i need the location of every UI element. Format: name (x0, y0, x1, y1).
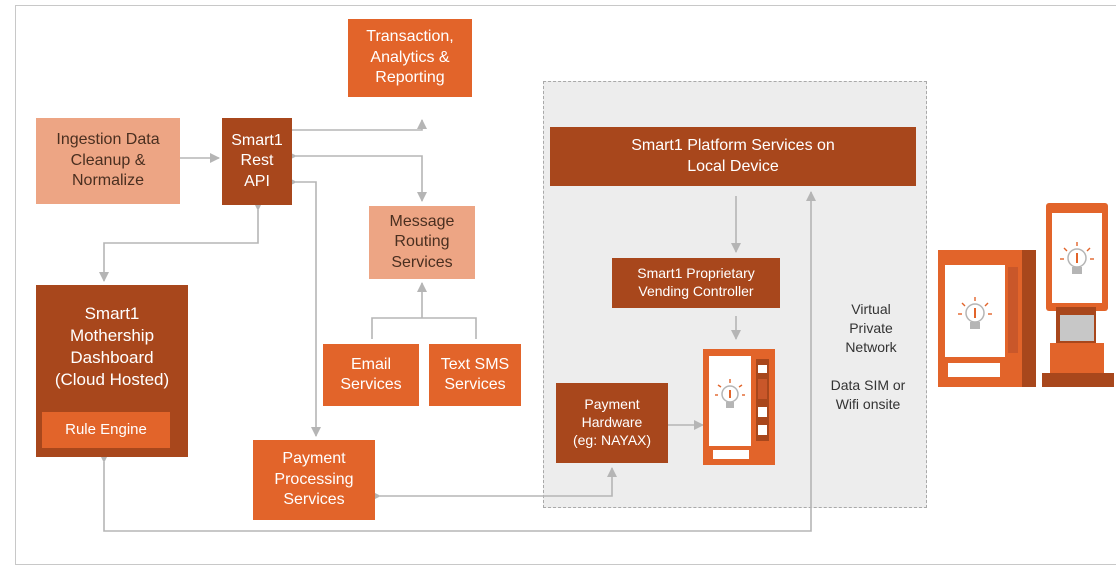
transaction-analytics-box: Transaction, Analytics & Reporting (348, 19, 472, 97)
api-message-arrow (287, 151, 427, 202)
vpn-loop-arrow (99, 191, 816, 532)
vending-machine-small (703, 349, 775, 465)
data-sim-label: Data SIM or Wifi onsite (830, 377, 906, 412)
kiosk-illustration (938, 203, 1114, 387)
payment-processing-box: Payment Processing Services (253, 440, 375, 520)
lightbulb-icon (715, 379, 745, 408)
payment-hardware-box: Payment Hardware (eg: NAYAX) (556, 383, 668, 463)
text-sms-services-box: Text SMS Services (429, 344, 521, 406)
services-split-line (371, 317, 477, 339)
mothership-title: Smart1 Mothership Dashboard (Cloud Hoste… (54, 304, 170, 390)
connectors (99, 119, 816, 532)
email-services-box: Email Services (323, 344, 419, 406)
api-payment-arrow (287, 177, 321, 437)
vending-controller-box: Smart1 Proprietary Vending Controller (612, 258, 780, 308)
mothership-dashboard-box: Smart1 Mothership Dashboard (Cloud Hoste… (36, 285, 188, 457)
message-routing-box: Message Routing Services (369, 206, 475, 279)
api-mothership-arrow (99, 201, 263, 282)
processing-hardware-arrow (371, 467, 617, 501)
lightbulb-icon (1060, 242, 1094, 274)
platform-services-box: Smart1 Platform Services on Local Device (550, 127, 916, 186)
lightbulb-icon (958, 297, 992, 329)
vpn-label: Virtual Private Network (845, 301, 897, 355)
api-to-transaction-arrow (292, 119, 427, 131)
ingestion-cleanup-box: Ingestion Data Cleanup & Normalize (36, 118, 180, 204)
rest-api-box: Smart1 Rest API (222, 118, 292, 205)
rule-engine-box: Rule Engine (42, 412, 170, 448)
